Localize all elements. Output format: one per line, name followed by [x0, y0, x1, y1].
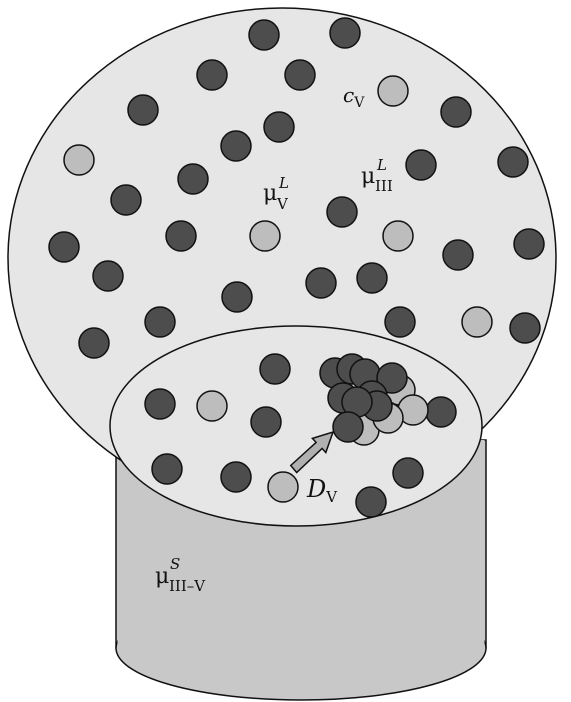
- label-mu-v-l-sub: V: [276, 195, 289, 213]
- dark-atom: [128, 95, 158, 125]
- dark-atom: [251, 407, 281, 437]
- dark-atom: [357, 263, 387, 293]
- dark-atom: [145, 389, 175, 419]
- dark-atom: [441, 97, 471, 127]
- dark-atom: [197, 60, 227, 90]
- light-atom: [383, 221, 413, 251]
- dark-atom: [152, 454, 182, 484]
- dark-atom: [79, 328, 109, 358]
- dark-atom: [145, 307, 175, 337]
- dark-atom: [327, 197, 357, 227]
- label-mu-iii-l: μ: [361, 164, 375, 189]
- dark-atom: [426, 397, 456, 427]
- dark-atom: [510, 313, 540, 343]
- dark-atom: [393, 458, 423, 488]
- dark-atom: [285, 60, 315, 90]
- label-mu-iii-v-s-sup: S: [170, 555, 180, 573]
- light-atom: [197, 391, 227, 421]
- dark-atom: [356, 487, 386, 517]
- dark-atom: [330, 18, 360, 48]
- dark-atom: [249, 20, 279, 50]
- dark-atom: [93, 261, 123, 291]
- label-mu-iii-v-s: μ: [155, 564, 169, 589]
- label-mu-iii-l-sup: L: [376, 156, 387, 174]
- dark-atom: [111, 185, 141, 215]
- dark-atom: [221, 131, 251, 161]
- dark-atom: [166, 221, 196, 251]
- label-mu-v-l-sup: L: [278, 174, 289, 192]
- dark-atom: [385, 307, 415, 337]
- dark-atom: [221, 462, 251, 492]
- label-mu-iii-l-sub: III: [375, 177, 393, 195]
- light-atom: [268, 472, 298, 502]
- dark-atom: [260, 354, 290, 384]
- light-atom: [378, 76, 408, 106]
- label-mu-iii-v-s-sub: III–V: [169, 577, 206, 595]
- dark-atom: [514, 229, 544, 259]
- dark-atom: [306, 268, 336, 298]
- light-atom: [462, 307, 492, 337]
- dark-atom: [443, 240, 473, 270]
- dark-atom: [498, 147, 528, 177]
- dark-atom: [264, 112, 294, 142]
- dark-atom: [406, 150, 436, 180]
- dark-atom: [178, 164, 208, 194]
- light-atom: [250, 221, 280, 251]
- label-mu-v-l: μ: [263, 181, 277, 206]
- light-atom: [64, 145, 94, 175]
- interface-ellipse: [110, 326, 482, 526]
- dark-atom: [49, 232, 79, 262]
- dark-atom: [222, 282, 252, 312]
